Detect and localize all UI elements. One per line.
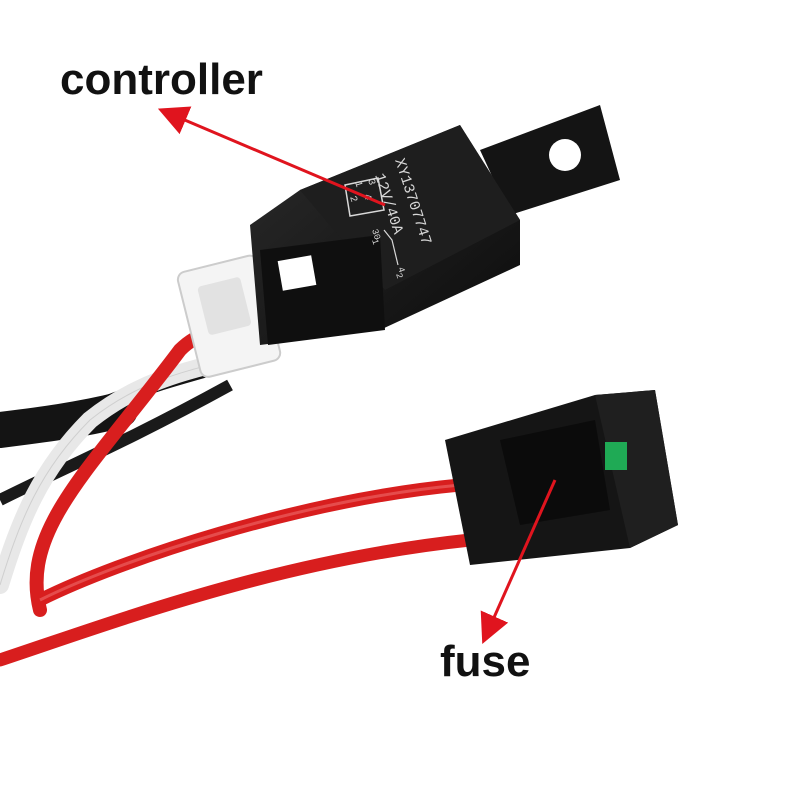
white-wire-outline [0, 359, 231, 586]
relay-pin-87: 4 [395, 266, 406, 274]
fuse-holder [445, 390, 678, 565]
fuse-label: fuse [440, 637, 531, 686]
red-wire-highlight [39, 483, 461, 602]
arrow-to-relay-icon [157, 106, 386, 207]
relay-pin-85: 2 [393, 272, 404, 280]
fuse-indicator [605, 442, 627, 470]
relay-housing: XY13707747 12V/40A 3 4 1 2 30 4 1 2 [250, 125, 520, 345]
relay-pin-1: 1 [351, 180, 363, 189]
arrow-to-fuse-icon [480, 479, 557, 644]
relay-pin-30: 30 [369, 228, 382, 241]
controller-label: controller [60, 55, 263, 104]
relay-mount-tab [480, 105, 620, 215]
relay-pin-2: 2 [346, 195, 358, 204]
relay-pin-86: 1 [369, 238, 380, 246]
relay-pin-3: 3 [364, 178, 376, 187]
red-wire-fuse-2 [0, 533, 477, 667]
